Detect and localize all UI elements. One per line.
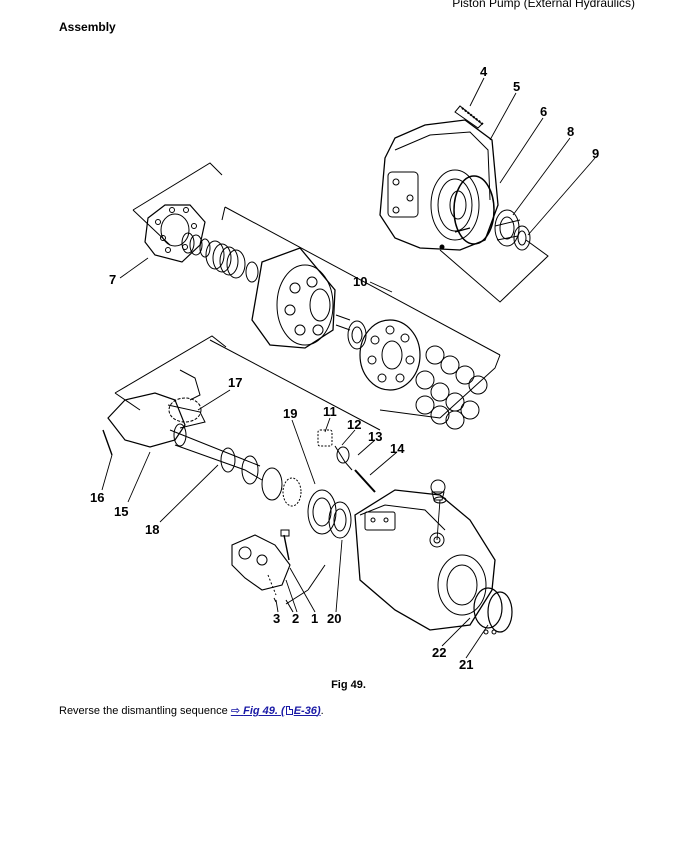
callout-5: 5 <box>513 79 520 94</box>
callout-8: 8 <box>567 124 574 139</box>
callout-16: 16 <box>90 490 104 505</box>
figure-cross-reference-link[interactable]: ⇨ Fig 49. ( E-36) <box>231 705 321 717</box>
callout-19: 19 <box>283 406 297 421</box>
callout-22: 22 <box>432 645 446 660</box>
callout-leaders <box>101 77 596 659</box>
shaft-group <box>102 335 381 539</box>
callout-1: 1 <box>311 611 318 626</box>
arrow-right-icon: ⇨ <box>230 705 241 717</box>
xref-page-number: E-36 <box>293 705 317 717</box>
exploded-view-figure: 4 5 6 8 9 7 10 17 19 11 12 13 14 16 15 1… <box>90 64 599 672</box>
figure-caption: Fig 49. <box>331 679 366 691</box>
callout-17: 17 <box>228 375 242 390</box>
callout-2: 2 <box>292 611 299 626</box>
callout-10: 10 <box>353 274 367 289</box>
callout-20: 20 <box>327 611 341 626</box>
callout-6: 6 <box>540 104 547 119</box>
piston-shoes <box>415 345 488 430</box>
callout-13: 13 <box>368 429 382 444</box>
instruction-text: Reverse the dismantling sequence <box>59 705 228 717</box>
callout-12: 12 <box>347 417 361 432</box>
xref-figure-label: Fig 49. <box>243 705 278 717</box>
callout-7: 7 <box>109 272 116 287</box>
callout-11: 11 <box>323 404 337 419</box>
rear-housing-group <box>379 105 549 303</box>
callout-18: 18 <box>145 522 159 537</box>
callout-21: 21 <box>459 657 473 672</box>
callout-3: 3 <box>273 611 280 626</box>
page-icon <box>285 706 293 715</box>
xref-close-paren: ) <box>316 705 321 717</box>
section-heading: Assembly <box>59 20 116 34</box>
callout-9: 9 <box>592 146 599 161</box>
callout-4: 4 <box>480 64 488 79</box>
instruction-end-period: . <box>320 705 324 717</box>
instruction-paragraph: Reverse the dismantling sequence ⇨ Fig 4… <box>59 705 324 718</box>
callout-15: 15 <box>114 504 128 519</box>
callout-14: 14 <box>390 441 405 456</box>
cylinder-group <box>132 162 501 430</box>
xref-open-paren: ( <box>281 705 285 717</box>
page-header-title: Piston Pump (External Hydraulics) <box>452 0 635 10</box>
